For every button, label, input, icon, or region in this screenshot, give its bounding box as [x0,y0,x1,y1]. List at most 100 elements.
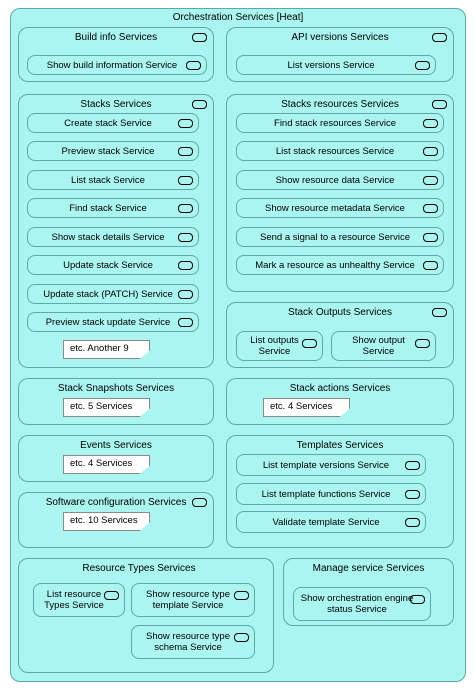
manage-service-services-group: Manage service Services Show orchestrati… [283,558,454,626]
service-icon [234,633,249,642]
service-icon [410,595,425,604]
show-build-information-service[interactable]: Show build information Service [27,55,207,75]
manage-service-services-title: Manage service Services [312,563,425,574]
show-orchestration-engine-status-service[interactable]: Show orchestration engine status Service [293,587,431,621]
service-icon [405,518,420,527]
resource-types-services-group: Resource Types Services List resource Ty… [18,558,274,673]
service-label: Show output Service [352,335,405,357]
stack-resources-services-title: Stacks resources Services [281,99,399,110]
show-resource-type-template-service[interactable]: Show resource type template Service [131,583,255,617]
stack-snapshots-services-group: Stack Snapshots Services etc. 5 Services [18,378,214,425]
send-signal-to-resource-service[interactable]: Send a signal to a resource Service [236,227,444,247]
stack-outputs-services-title: Stack Outputs Services [288,307,392,318]
templates-services-title: Templates Services [296,440,384,451]
stack-snapshots-etc-note: etc. 5 Services [63,398,150,417]
mark-resource-unhealthy-service[interactable]: Mark a resource as unhealthy Service [236,255,444,275]
show-resource-metadata-service[interactable]: Show resource metadata Service [236,198,444,218]
show-stack-details-service[interactable]: Show stack details Service [27,227,199,247]
service-icon [178,176,193,185]
service-label: Preview stack Service [61,145,155,157]
find-stack-resources-service[interactable]: Find stack resources Service [236,113,444,133]
list-versions-service[interactable]: List versions Service [236,55,436,75]
update-stack-service[interactable]: Update stack Service [27,255,199,275]
service-label: Send a signal to a resource Service [260,231,410,243]
service-icon [178,147,193,156]
build-info-services-group: Build info Services Show build informati… [18,27,214,82]
service-label: List versions Service [287,59,375,71]
service-icon [423,204,438,213]
resource-types-services-title: Resource Types Services [82,563,196,574]
service-icon [423,176,438,185]
service-label: Update stack Service [63,259,153,271]
list-template-versions-service[interactable]: List template versions Service [236,454,426,476]
service-group-icon [192,33,207,42]
service-label: List template versions Service [262,459,390,471]
service-group-icon [432,308,447,317]
service-icon [178,204,193,213]
service-group-icon [432,33,447,42]
service-label: List template functions Service [261,488,391,500]
show-output-service[interactable]: Show output Service [331,331,436,361]
list-stack-resources-service[interactable]: List stack resources Service [236,141,444,161]
list-outputs-service[interactable]: List outputs Service [236,331,323,361]
service-label: List stack resources Service [275,145,395,157]
preview-stack-service[interactable]: Preview stack Service [27,141,199,161]
stacks-services-group: Stacks Services Create stack Service Pre… [18,94,214,368]
service-label: Mark a resource as unhealthy Service [255,259,415,271]
service-icon [423,147,438,156]
service-label: Show stack details Service [51,231,165,243]
service-label: Update stack (PATCH) Service [43,288,173,300]
find-stack-service[interactable]: Find stack Service [27,198,199,218]
list-stack-service[interactable]: List stack Service [27,170,199,190]
software-configuration-etc-note: etc. 10 Services [63,512,150,531]
software-configuration-services-title: Software configuration Services [45,497,187,508]
service-group-icon [192,100,207,109]
events-services-title: Events Services [80,440,152,451]
service-icon [423,233,438,242]
service-label: Show orchestration engine status Service [300,593,414,615]
list-template-functions-service[interactable]: List template functions Service [236,483,426,505]
service-icon [178,233,193,242]
list-resource-types-service[interactable]: List resource Types Service [33,583,125,617]
orchestration-services-title: Orchestration Services [Heat] [172,12,304,23]
service-label: Show resource type template Service [146,589,230,611]
stack-outputs-services-group: Stack Outputs Services List outputs Serv… [226,302,454,368]
service-icon [178,318,193,327]
service-icon [104,591,119,600]
service-icon [415,61,430,70]
preview-stack-update-service[interactable]: Preview stack update Service [27,312,199,332]
stacks-services-title: Stacks Services [80,99,152,110]
service-label: Show build information Service [46,59,178,71]
service-icon [415,339,430,348]
software-configuration-services-group: Software configuration Services etc. 10 … [18,492,214,548]
service-label: List outputs Service [250,335,299,357]
service-label: Create stack Service [64,117,152,129]
service-label: Find stack resources Service [274,117,396,129]
service-label: Preview stack update Service [45,316,171,328]
service-icon [178,290,193,299]
show-resource-data-service[interactable]: Show resource data Service [236,170,444,190]
update-stack-patch-service[interactable]: Update stack (PATCH) Service [27,284,199,304]
show-resource-type-schema-service[interactable]: Show resource type schema Service [131,625,255,659]
events-services-group: Events Services etc. 4 Services [18,435,214,482]
service-icon [178,119,193,128]
service-icon [234,591,249,600]
api-versions-services-title: API versions Services [291,32,389,43]
service-label: List stack Service [71,174,145,186]
stack-actions-services-group: Stack actions Services etc. 4 Services [226,378,454,425]
create-stack-service[interactable]: Create stack Service [27,113,199,133]
stack-resources-services-group: Stacks resources Services Find stack res… [226,94,454,292]
service-label: List resource Types Service [44,589,104,611]
service-icon [186,61,201,70]
service-icon [423,119,438,128]
service-label: Show resource metadata Service [265,202,405,214]
service-icon [405,461,420,470]
service-label: Show resource type schema Service [146,631,230,653]
api-versions-services-group: API versions Services List versions Serv… [226,27,454,82]
templates-services-group: Templates Services List template version… [226,435,454,548]
service-group-icon [192,498,207,507]
stack-actions-etc-note: etc. 4 Services [263,398,350,417]
stacks-etc-note: etc. Another 9 [63,340,150,359]
stack-actions-services-title: Stack actions Services [289,383,391,394]
validate-template-service[interactable]: Validate template Service [236,511,426,533]
